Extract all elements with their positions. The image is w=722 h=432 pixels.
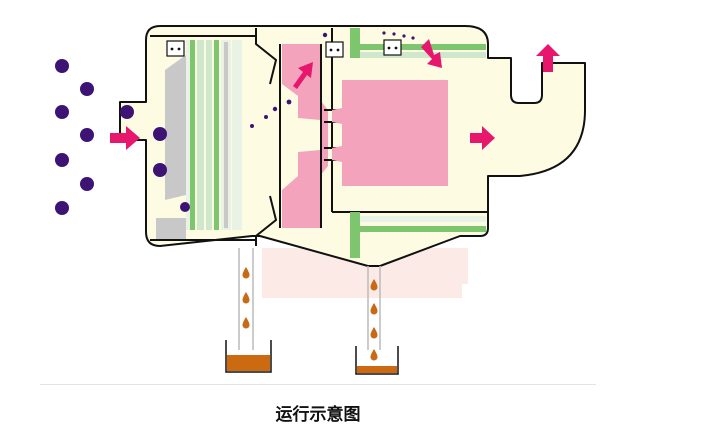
- sensor-box-icon: [383, 39, 402, 56]
- mesh-filter-pale: [186, 40, 190, 230]
- oil-container-left: [225, 340, 272, 373]
- motor: [332, 80, 448, 186]
- oil-mist-particle-icon: [180, 202, 190, 212]
- centrifuge-impeller: [282, 44, 328, 228]
- airflow-arrow-icon: [293, 62, 313, 89]
- drain-pipe-right: [367, 266, 381, 350]
- secondary-filter-vertical-top: [350, 28, 360, 58]
- mesh-filter-light-1: [197, 40, 204, 230]
- oil-mist-particle-icon: [153, 163, 167, 177]
- oil-mist-particle-icon: [382, 31, 386, 35]
- oil-mist-particle-icon: [80, 128, 94, 142]
- baffle-plate-upper: [165, 55, 186, 200]
- oil-mist-particle-icon: [411, 36, 415, 40]
- oil-droplet-icon: [370, 303, 378, 315]
- mesh-filter-grey: [224, 42, 228, 228]
- collected-oil-left: [227, 355, 270, 371]
- oil-mist-particle-icon: [286, 99, 292, 105]
- secondary-filter-bottom-light: [350, 216, 486, 222]
- oil-mist-particle-icon: [322, 32, 328, 38]
- secondary-filter-vertical: [350, 212, 360, 258]
- oil-mist-particle-icon: [272, 106, 278, 112]
- mesh-filter-green-1: [190, 40, 195, 230]
- housing-shadow-right: [410, 248, 468, 284]
- secondary-filter-top: [350, 44, 486, 50]
- sensor-box-icon: [325, 41, 344, 58]
- airflow-arrow-icon: [110, 126, 140, 150]
- oil-container-right: [355, 346, 399, 375]
- diagram-caption: 运行示意图: [275, 405, 361, 425]
- oil-mist-particle-icon: [80, 177, 94, 191]
- airflow-arrow-icon: [421, 39, 442, 68]
- oil-mist-particle-icon: [392, 32, 396, 36]
- oil-mist-particle-icon: [80, 82, 94, 96]
- oil-mist-particle-icon: [153, 127, 167, 141]
- oil-droplet-icon: [242, 267, 250, 279]
- caption-divider: [40, 384, 596, 385]
- chamber-wall-left: [255, 28, 278, 246]
- oil-droplet-icon: [370, 327, 378, 339]
- secondary-filter-bottom: [350, 226, 486, 232]
- mesh-filter-green-2: [214, 40, 219, 230]
- oil-mist-particle-icon: [55, 201, 69, 215]
- oil-mist-particle-icon: [55, 153, 69, 167]
- operation-diagram: [55, 25, 586, 375]
- baffle-plate-lower: [156, 218, 186, 240]
- oil-mist-particle-icon: [55, 59, 69, 73]
- oil-droplet-icon: [242, 317, 250, 329]
- oil-mist-particle-icon: [264, 115, 268, 119]
- secondary-filter-top-light: [350, 52, 486, 58]
- mesh-filter-light-2: [206, 40, 212, 230]
- oil-droplet-icon: [370, 349, 378, 361]
- oil-droplet-icon: [242, 292, 250, 304]
- mesh-filter-pale-3: [232, 40, 242, 230]
- oil-mist-particle-icon: [55, 105, 69, 119]
- collected-oil-right: [357, 366, 397, 373]
- drain-pipe-left: [238, 248, 254, 350]
- sensor-box-icon: [166, 40, 185, 57]
- airflow-arrow-icon: [470, 126, 495, 150]
- airflow-arrow-icon: [536, 44, 560, 72]
- oil-mist-particle-icon: [120, 105, 134, 119]
- oil-mist-particle-icon: [250, 124, 254, 128]
- oil-mist-particle-icon: [402, 34, 406, 38]
